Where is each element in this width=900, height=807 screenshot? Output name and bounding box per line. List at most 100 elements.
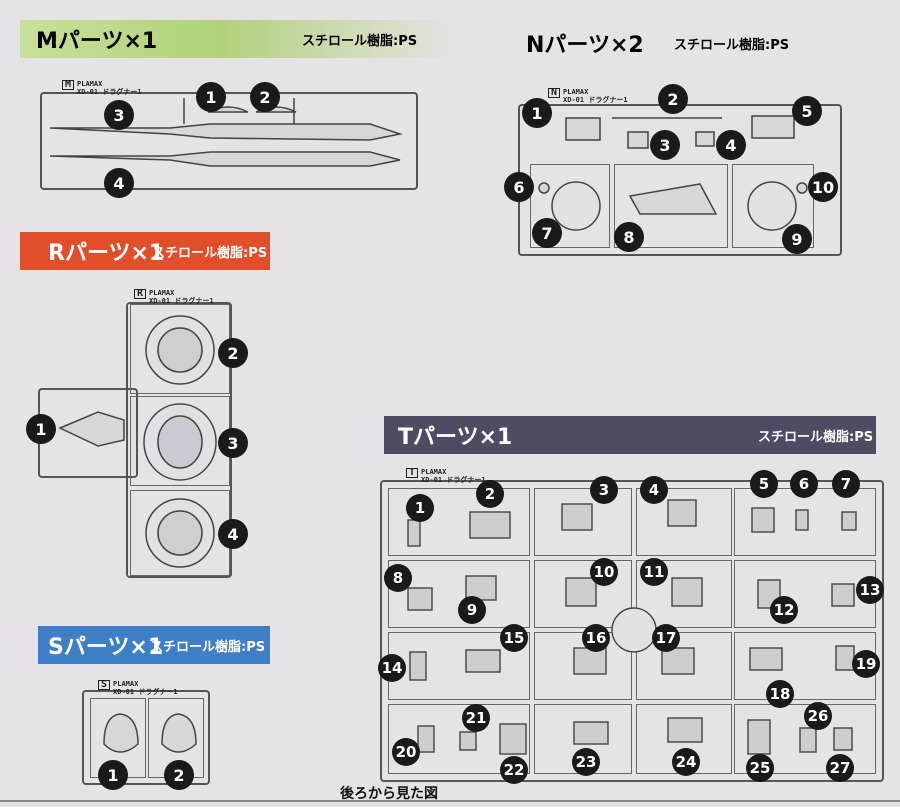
s-parts-material: スチロール樹脂:PS — [150, 639, 266, 655]
s-runner-brand: PLAMAX — [113, 680, 139, 688]
t-callout-11: 11 — [640, 558, 668, 586]
n-runner-model: XD-01 ドラグナー1 — [563, 96, 628, 104]
n-callout-2: 2 — [658, 84, 688, 114]
n-callout-6: 6 — [504, 172, 534, 202]
m-runner-letter: M — [62, 80, 75, 90]
t-callout-20: 20 — [392, 738, 420, 766]
t-grid-cell — [636, 488, 732, 556]
bottom-rule — [0, 800, 900, 802]
n-callout-10: 10 — [808, 172, 838, 202]
n-callout-5: 5 — [792, 96, 822, 126]
m-part-shapes — [49, 98, 403, 167]
r-parts-title: Rパーツ×1 — [48, 241, 165, 266]
n-runner-brand: PLAMAX — [563, 88, 589, 96]
r-runner-brand: PLAMAX — [149, 289, 175, 297]
m-runner-model: XD-01 ドラグナー1 — [77, 88, 142, 96]
t-callout-17: 17 — [652, 624, 680, 652]
n-cell-center — [614, 164, 728, 248]
t-callout-23: 23 — [572, 748, 600, 776]
m-runner-brand: PLAMAX — [77, 80, 103, 88]
t-runner-tag: T PLAMAX XD-01 ドラグナー1 — [406, 468, 526, 484]
r-runner-letter: R — [134, 289, 147, 299]
r-runner-model: XD-01 ドラグナー1 — [149, 297, 214, 305]
t-grid-cell — [636, 560, 732, 628]
n-part-shapes — [538, 115, 808, 231]
m-callout-2: 2 — [250, 82, 280, 112]
s-parts-runner — [82, 690, 210, 785]
t-callout-12: 12 — [770, 596, 798, 624]
s-runner-model: XD-01 ドラグナー1 — [113, 688, 178, 696]
m-callout-3: 3 — [104, 100, 134, 130]
t-callout-3: 3 — [590, 476, 618, 504]
t-runner-letter: T — [406, 468, 419, 478]
m-parts-material: スチロール樹脂:PS — [302, 33, 418, 49]
s-callout-1: 1 — [98, 760, 128, 790]
m-callout-1: 1 — [196, 82, 226, 112]
t-parts-runner — [380, 480, 884, 782]
t-callout-27: 27 — [826, 754, 854, 782]
n-cell-right — [732, 164, 814, 248]
t-parts-material: スチロール樹脂:PS — [758, 429, 874, 445]
t-parts-banner: Tパーツ×1 スチロール樹脂:PS — [384, 416, 876, 454]
n-cell-left — [530, 164, 610, 248]
t-part-shapes — [407, 499, 857, 755]
s-runner-tag: S PLAMAX XD-01 ドラグナー1 — [98, 680, 218, 696]
r-part-shapes — [58, 315, 217, 568]
t-callout-4: 4 — [640, 476, 668, 504]
t-callout-6: 6 — [790, 470, 818, 498]
m-parts-runner — [40, 92, 418, 190]
t-runner-model: XD-01 ドラグナー1 — [421, 476, 486, 484]
t-parts-title: Tパーツ×1 — [398, 425, 513, 450]
r-callout-4: 4 — [218, 519, 248, 549]
t-callout-1: 1 — [406, 494, 434, 522]
t-callout-24: 24 — [672, 748, 700, 776]
m-parts-title: Mパーツ×1 — [36, 29, 158, 54]
m-callout-4: 4 — [104, 168, 134, 198]
t-callout-8: 8 — [384, 564, 412, 592]
r-parts-material: スチロール樹脂:PS — [152, 245, 268, 261]
t-grid-cell — [534, 488, 632, 556]
t-callout-19: 19 — [852, 650, 880, 678]
t-runner-brand: PLAMAX — [421, 468, 447, 476]
n-callout-4: 4 — [716, 130, 746, 160]
r-callout-2: 2 — [218, 338, 248, 368]
t-callout-13: 13 — [856, 576, 884, 604]
s-callout-2: 2 — [164, 760, 194, 790]
t-callout-10: 10 — [590, 558, 618, 586]
t-grid-cell — [534, 560, 632, 628]
t-grid-cell — [636, 632, 732, 700]
t-grid-cell — [734, 704, 876, 774]
n-runner-letter: N — [548, 88, 561, 98]
t-callout-15: 15 — [500, 624, 528, 652]
r-runner-tag: R PLAMAX XD-01 ドラグナー1 — [134, 289, 254, 305]
n-callout-7: 7 — [532, 218, 562, 248]
t-grid-cell — [388, 488, 530, 556]
s-parts-title: Sパーツ×1 — [48, 635, 164, 660]
n-callout-3: 3 — [650, 130, 680, 160]
n-parts-material: スチロール樹脂:PS — [674, 37, 790, 53]
t-callout-22: 22 — [500, 756, 528, 784]
t-grid-cell — [388, 560, 530, 628]
t-grid-cell — [388, 704, 530, 774]
r-callout-1: 1 — [26, 414, 56, 444]
m-parts-banner: Mパーツ×1 スチロール樹脂:PS — [20, 20, 462, 58]
n-parts-banner: Nパーツ×2 スチロール樹脂:PS — [512, 24, 812, 62]
t-callout-5: 5 — [750, 470, 778, 498]
n-callout-9: 9 — [782, 224, 812, 254]
t-callout-14: 14 — [378, 654, 406, 682]
n-callout-1: 1 — [522, 98, 552, 128]
footer-caption: 後ろから見た図 — [340, 786, 438, 802]
t-callout-16: 16 — [582, 624, 610, 652]
s-parts-banner: Sパーツ×1 スチロール樹脂:PS — [38, 626, 270, 664]
s-part-shapes — [103, 713, 197, 753]
t-callout-21: 21 — [462, 704, 490, 732]
r-parts-banner: Rパーツ×1 スチロール樹脂:PS — [20, 232, 270, 270]
n-callout-8: 8 — [614, 222, 644, 252]
t-callout-9: 9 — [458, 596, 486, 624]
r-callout-3: 3 — [218, 428, 248, 458]
t-callout-2: 2 — [476, 480, 504, 508]
t-callout-18: 18 — [766, 680, 794, 708]
n-parts-title: Nパーツ×2 — [526, 33, 644, 58]
t-callout-25: 25 — [746, 754, 774, 782]
